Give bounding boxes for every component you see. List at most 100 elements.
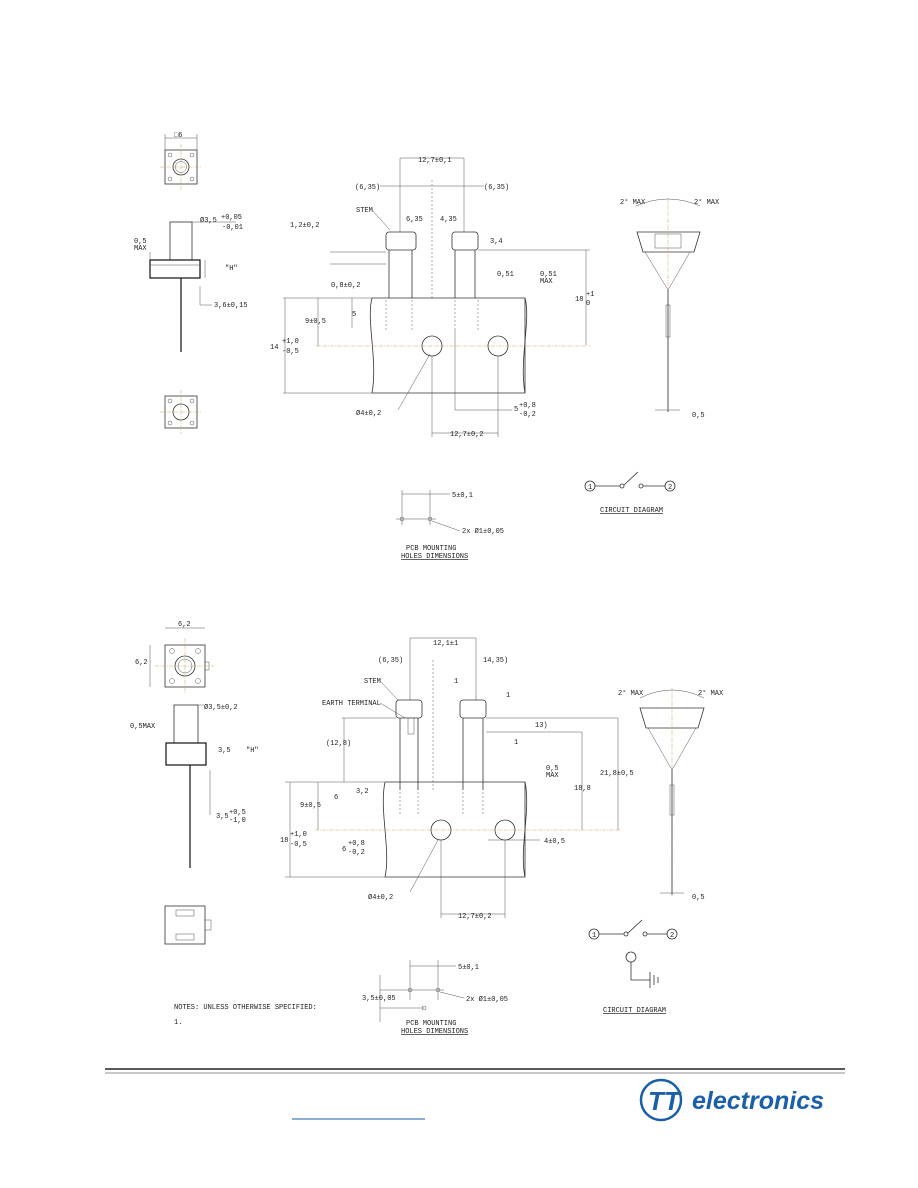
- dim-5b: 5: [514, 406, 518, 414]
- dim-21-8: 21,8±0,5: [600, 770, 634, 778]
- dim-4-35: 4,35: [440, 216, 457, 224]
- circuit-2-b: 2: [670, 932, 674, 940]
- dim-18-lo: 0: [586, 300, 590, 308]
- dim-4: 4±0,5: [544, 838, 565, 846]
- logo-letters: TT: [648, 1086, 682, 1116]
- max-word: MAX: [134, 245, 147, 253]
- pcb-mounting-top: 5±0,1 2x Ø1±0,05 PCB MOUNTING HOLES DIME…: [396, 490, 504, 561]
- dim-1-2: 1,2±0,2: [290, 222, 319, 230]
- dim-12-7-bot: 12,7±0,2: [450, 431, 484, 439]
- bottom-view-small: [160, 390, 202, 434]
- dim-6-b: 6: [342, 846, 346, 854]
- pcb-title-1-b: PCB MOUNTING: [406, 1020, 456, 1028]
- circuit-title-b: CIRCUIT DIAGRAM: [603, 1007, 666, 1015]
- brand-text: electronics: [692, 1087, 824, 1115]
- dim-9: 9±0,5: [305, 318, 326, 326]
- h-label: "H": [225, 265, 238, 273]
- dim-9-b: 9±0,5: [300, 802, 321, 810]
- dim-6-2-left: 6,2: [135, 659, 148, 667]
- dim-6-35-b: (6,35): [378, 657, 403, 665]
- dim-6-2-top: 6,2: [178, 621, 191, 629]
- dim-6-35-right: (6,35): [484, 184, 509, 192]
- max-05: 0,5: [134, 238, 147, 246]
- dim-5: 5: [352, 311, 356, 319]
- dim-0-5: 0,5: [692, 412, 705, 420]
- side-view-2: Ø3,5±0,2 0,5MAX 3,5 "H" 3,5 +0,5 -1,0: [130, 703, 259, 868]
- dim-dia-4: Ø4±0,2: [356, 409, 381, 418]
- circuit-1-b: 1: [592, 932, 596, 940]
- angle-left-2: 2° MAX: [618, 689, 644, 698]
- notes-heading: NOTES: UNLESS OTHERWISE SPECIFIED:: [174, 1004, 317, 1012]
- dim-0-8: 0,8±0,2: [331, 282, 360, 290]
- stem-tol-lo: -0,01: [222, 224, 243, 232]
- angle-right-2: 2° MAX: [698, 689, 724, 698]
- angle-left: 2° MAX: [620, 198, 646, 207]
- pcb-holes: 2x Ø1±0,05: [462, 527, 504, 536]
- dim-12-7-b: 12,7±0,2: [458, 913, 492, 921]
- angle-view: 2° MAX 2° MAX 0,5: [620, 198, 720, 420]
- dim-0-51-max-word: MAX: [540, 278, 553, 286]
- earth-terminal: EARTH TERMINAL: [322, 700, 381, 708]
- dim-5b-up: +0,8: [519, 402, 536, 410]
- front-view: 12,7±0,1 (6,35) (6,35) STEM 6,35 4,35 1,…: [270, 157, 594, 439]
- stem-label: STEM: [356, 207, 373, 215]
- stem-label-2: STEM: [364, 678, 381, 686]
- bottom-switch-drawing: 6,2 6,2 Ø3,5±0,2 0,5MAX 3,5 "H" 3,5 +0,5…: [130, 621, 724, 1036]
- dim-18-8: 18,8: [574, 785, 591, 793]
- dim-6-35-a: 6,35: [406, 216, 423, 224]
- circuit-diagram-bottom: 1 2 CIRCUIT DIAGRAM: [588, 919, 678, 1015]
- top-view-small: □6: [160, 132, 202, 190]
- dim-3-5b-lo: -1,0: [229, 817, 246, 825]
- dim-18-b: 18: [280, 837, 288, 845]
- circuit-title: CIRCUIT DIAGRAM: [600, 507, 663, 515]
- dim-0-5-max: 0,5: [546, 765, 559, 773]
- top-switch-drawing: □6 Ø3,5 +0,05 -0,01 0,5 MAX "H" 3,6±0,15: [134, 132, 720, 561]
- bottom-view-small-2: [164, 905, 212, 945]
- dim-3-2: 3,2: [356, 788, 369, 796]
- h-label-2: "H": [246, 747, 259, 755]
- pcb-3-5: 3,5±0,05: [362, 995, 396, 1003]
- max-05-2: 0,5MAX: [130, 723, 156, 731]
- stem-tol-up: +0,05: [221, 214, 242, 222]
- dim-0-51: 0,51: [497, 271, 514, 279]
- dim-3-6: 3,6±0,15: [214, 302, 248, 310]
- dim-12-8: (12,8): [326, 740, 351, 748]
- dim-3-5b: 3,5: [216, 813, 229, 821]
- pcb-title-1: PCB MOUNTING: [406, 545, 456, 553]
- circuit-2: 2: [668, 484, 672, 492]
- stem-diameter: Ø3,5: [200, 216, 217, 225]
- dim-3-5b-up: +0,5: [229, 809, 246, 817]
- dim-13: 13): [535, 722, 548, 730]
- dim-0-5-max-word: MAX: [546, 772, 559, 780]
- note-1: 1.: [174, 1019, 182, 1027]
- dim-14-35: 14,35): [483, 657, 508, 665]
- angle-right: 2° MAX: [694, 198, 720, 207]
- pcb-holes-b: 2x Ø1±0,05: [466, 995, 508, 1004]
- stem-dia-2: Ø3,5±0,2: [204, 703, 238, 712]
- dim-dia-4-b: Ø4±0,2: [368, 893, 393, 902]
- front-view-2: 12,1±1 (6,35) 14,35) STEM 1 EARTH TERMIN…: [280, 637, 634, 921]
- tt-logo: TT: [639, 1078, 683, 1122]
- pcb-title-2: HOLES DIMENSIONS: [401, 553, 468, 561]
- dim-18-up: +1: [586, 291, 594, 299]
- side-view: Ø3,5 +0,05 -0,01 0,5 MAX "H" 3,6±0,15: [134, 214, 248, 352]
- top-square-dim: □6: [174, 132, 182, 140]
- pcb-mounting-bottom: 5±0,1 3,5±0,05 2x Ø1±0,05 PCB MOUNTING H…: [362, 960, 508, 1036]
- dim-18-b-lo: -0,5: [290, 841, 307, 849]
- dim-14-up: +1,0: [282, 338, 299, 346]
- dim-1-b: 1: [506, 692, 510, 700]
- dim-0-51-max: 0,51: [540, 271, 557, 279]
- dim-14-lo: -0,5: [282, 348, 299, 356]
- dim-1-c: 1: [514, 739, 518, 747]
- footer: TT electronics: [105, 1068, 845, 1122]
- dim-12-1: 12,1±1: [433, 640, 458, 648]
- circuit-1: 1: [588, 484, 592, 492]
- dim-6-35-left: (6,35): [355, 184, 380, 192]
- dim-0-5-b: 0,5: [692, 894, 705, 902]
- dim-6: 6: [334, 794, 338, 802]
- dim-6-b-lo: -0,2: [348, 849, 365, 857]
- dim-3-4: 3,4: [490, 238, 503, 246]
- dim-18: 18: [575, 296, 583, 304]
- dim-12-7-top: 12,7±0,1: [418, 157, 452, 165]
